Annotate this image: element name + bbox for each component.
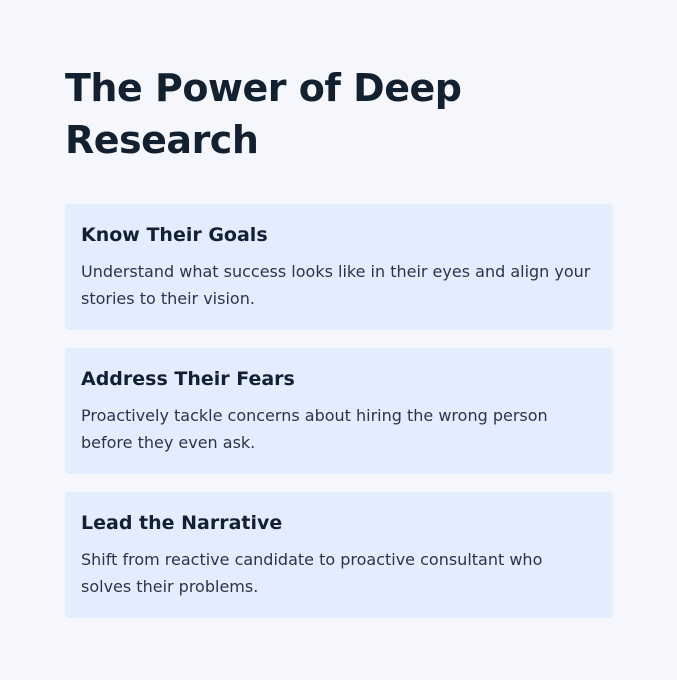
- card-description: Understand what success looks like in th…: [81, 262, 591, 308]
- card-title: Know Their Goals: [81, 224, 268, 246]
- card-title: Lead the Narrative: [81, 512, 283, 534]
- card-description: Proactively tackle concerns about hiring…: [81, 406, 548, 452]
- card-know-their-goals: Know Their Goals Understand what success…: [65, 204, 613, 330]
- card-list: Know Their Goals Understand what success…: [65, 204, 613, 618]
- card-address-their-fears: Address Their Fears Proactively tackle c…: [65, 348, 613, 474]
- slide: The Power of Deep Research Know Their Go…: [65, 62, 613, 636]
- card-lead-the-narrative: Lead the Narrative Shift from reactive c…: [65, 492, 613, 618]
- page-title: The Power of Deep Research: [65, 66, 462, 162]
- card-description: Shift from reactive candidate to proacti…: [81, 550, 543, 596]
- card-title: Address Their Fears: [81, 368, 295, 390]
